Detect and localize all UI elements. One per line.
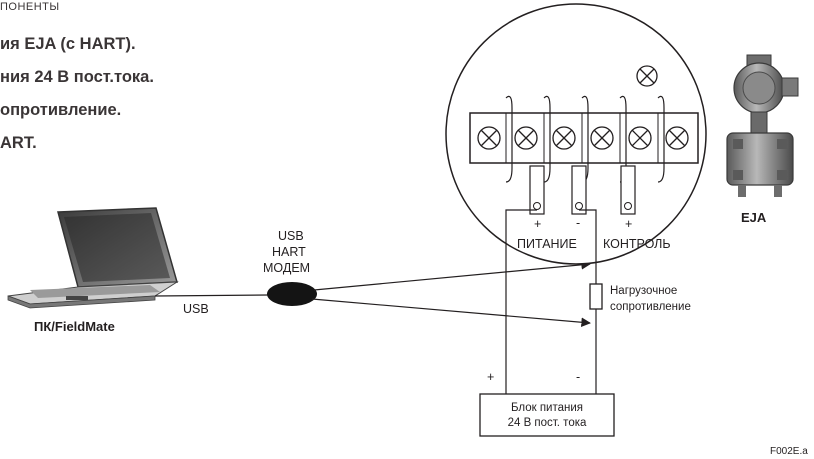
pc-label: ПК/FieldMate (34, 319, 115, 334)
terminal-screw-2-icon (514, 126, 538, 150)
usb-cable (154, 294, 269, 297)
check-terminal-label: КОНТРОЛЬ (603, 237, 671, 251)
header-line-2: ния 24 В пост.тока. (0, 68, 154, 86)
terminal-screw-6-icon (665, 126, 689, 150)
terminal-screw-1-icon (477, 126, 501, 150)
hart-connection-arrow-lower (311, 298, 591, 328)
eja-label: EJA (741, 210, 767, 225)
loop-wiring (505, 209, 597, 394)
terminal-lug-check-plus (620, 165, 636, 215)
modem-label-line2: HART (272, 245, 306, 259)
header-line-1: ия EJA (с HART). (0, 35, 136, 53)
power-supply-label-line2: 24 В пост. тока (507, 417, 587, 429)
header-line-3: опротивление. (0, 101, 122, 119)
terminal-block (469, 95, 699, 183)
load-resistor-label-line2: сопротивление (610, 301, 691, 313)
hart-modem-icon (267, 282, 317, 306)
power-supply-box (479, 393, 615, 437)
modem-label-line3: МОДЕМ (263, 261, 311, 275)
load-resistor-icon (589, 283, 603, 310)
usb-port-label: USB (183, 302, 209, 316)
load-resistor-label-line1: Нагрузочное (610, 285, 678, 297)
eja-transmitter-icon (726, 54, 799, 197)
terminal-lug-power-minus (571, 165, 587, 215)
laptop-icon (7, 207, 179, 309)
header-fragment: ПОНЕНТЫ (0, 1, 60, 13)
terminal-lug-power-plus (529, 165, 545, 215)
figure-id: F002E.a (770, 446, 808, 457)
header-line-4: ART. (0, 134, 37, 152)
modem-label-line1: USB (278, 229, 304, 243)
power-supply-plus-sign: + (487, 370, 495, 384)
power-minus-sign: - (576, 216, 581, 230)
terminal-screw-4-icon (590, 126, 614, 150)
terminal-screw-3-icon (552, 126, 576, 150)
ground-screw-icon (636, 65, 658, 87)
terminal-screw-5-icon (628, 126, 652, 150)
check-plus-sign: + (625, 217, 633, 231)
hart-connection-arrow-upper (313, 260, 591, 291)
power-plus-sign: + (534, 217, 542, 231)
power-terminal-label: ПИТАНИЕ (517, 237, 577, 251)
power-supply-label-line1: Блок питания (510, 402, 584, 414)
power-supply-minus-sign: - (576, 370, 581, 384)
